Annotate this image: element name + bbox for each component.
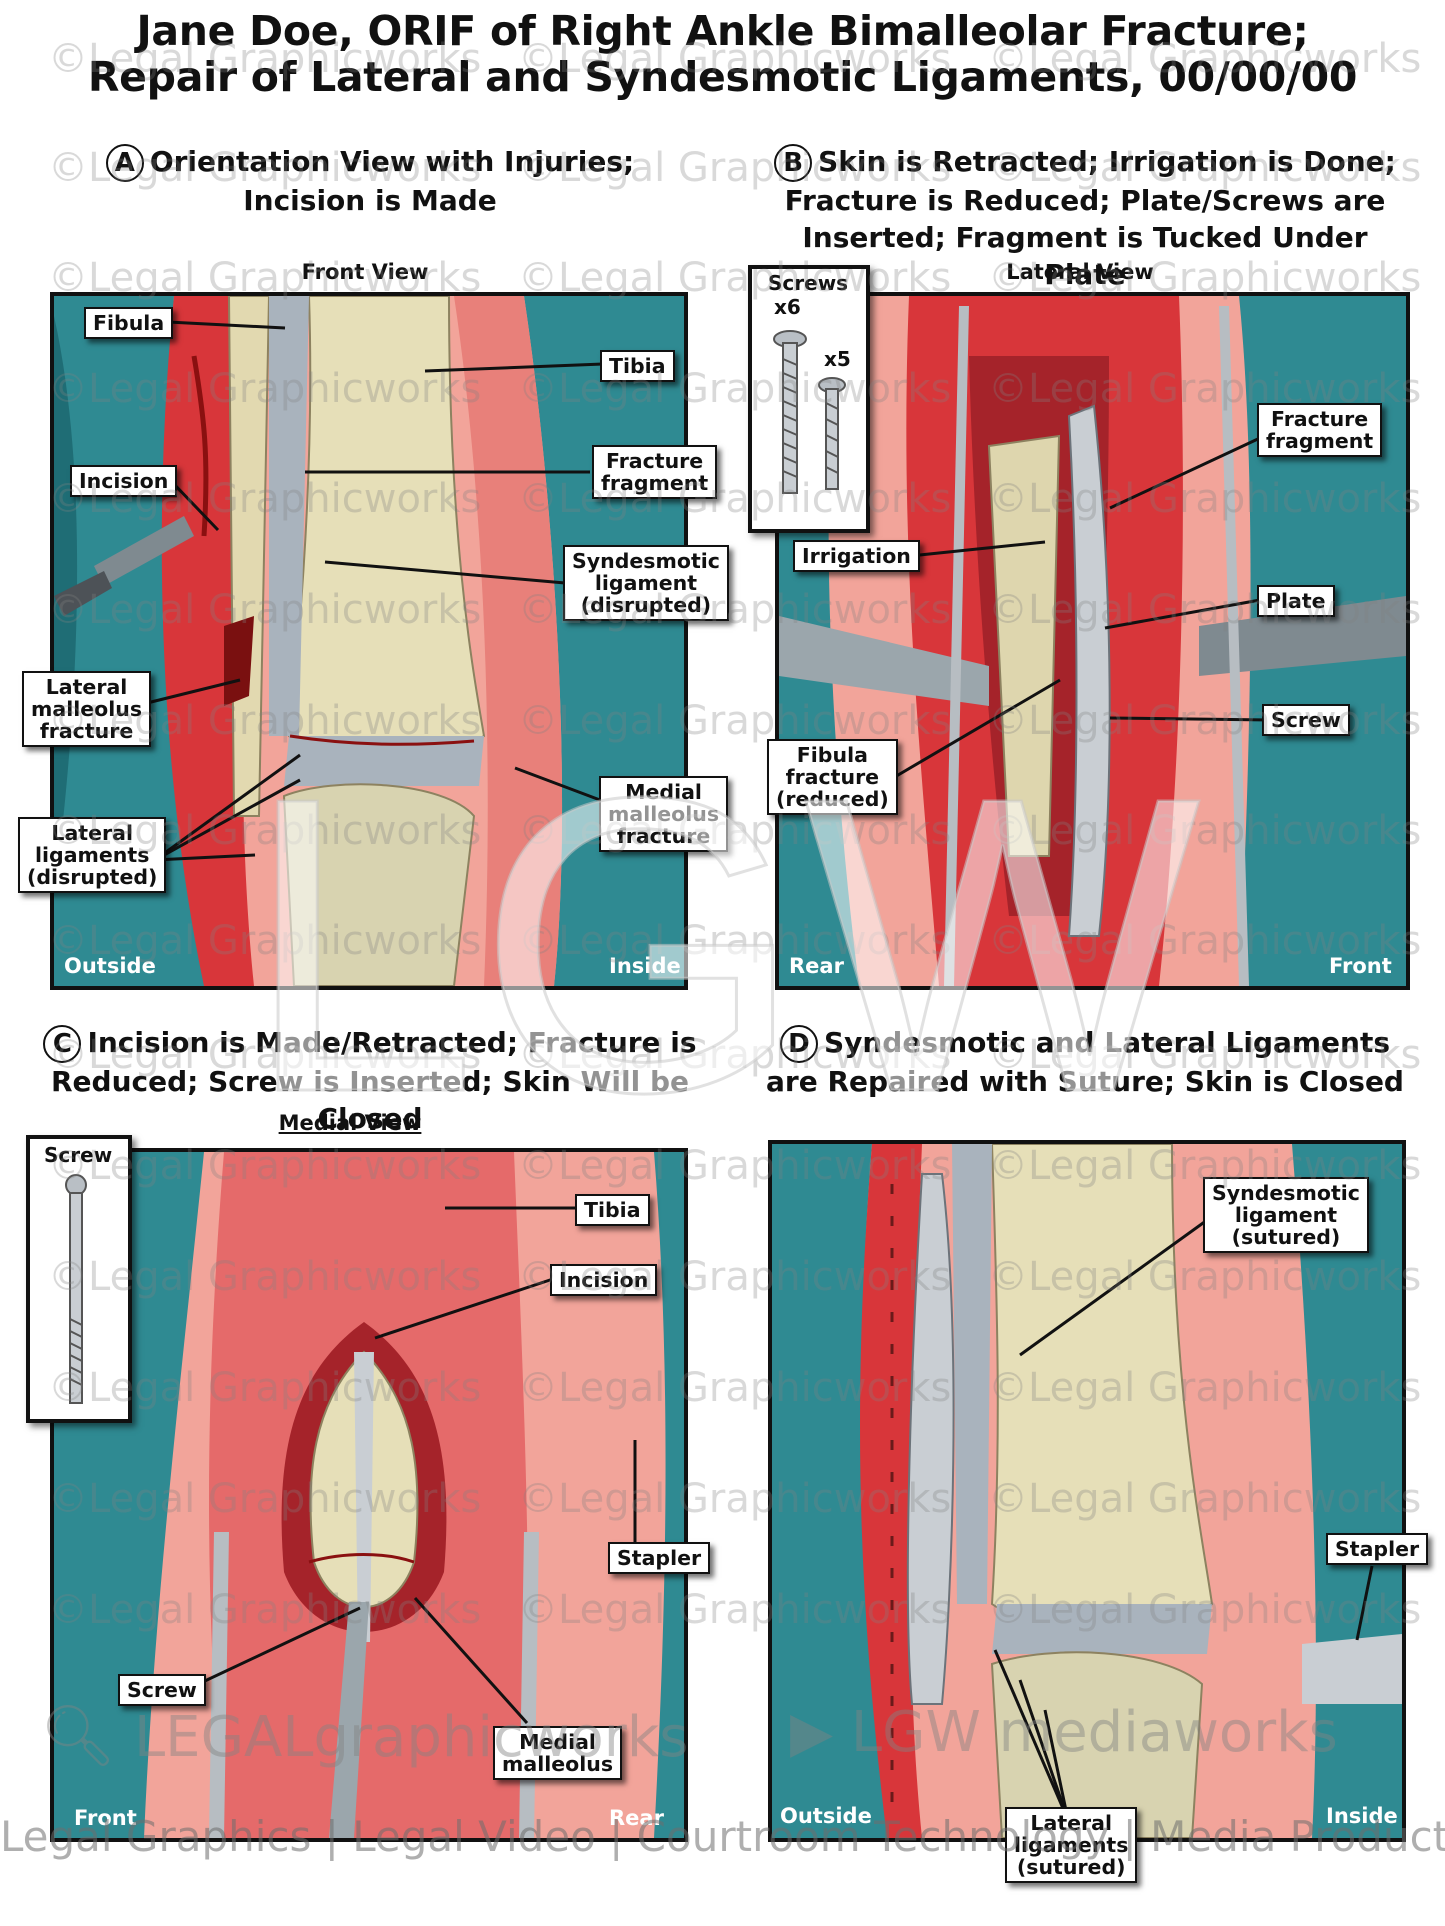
callout-stapler-d: Stapler xyxy=(1326,1533,1429,1565)
panel-b-corner-rear: Rear xyxy=(789,954,844,978)
play-icon: ▶ xyxy=(790,1700,834,1765)
screw-inset-title: Screw xyxy=(44,1143,113,1167)
panel-d-letter: D xyxy=(779,1025,818,1063)
callout-tibia-c: Tibia xyxy=(575,1194,650,1226)
panel-a-corner-inside: Inside xyxy=(609,954,681,978)
panel-b-illustration: Rear Front xyxy=(775,292,1410,990)
panel-c-caption-line-2: Reduced; Screw is Inserted; Skin Will be… xyxy=(51,1065,689,1135)
panel-b-corner-front: Front xyxy=(1329,954,1392,978)
panel-c-illustration: Front Rear xyxy=(50,1148,688,1842)
panel-b-caption-line-1: Skin is Retracted; Irrigation is Done; xyxy=(818,145,1396,178)
callout-lateral-ligaments-disrupted: Lateral ligaments (disrupted) xyxy=(18,817,167,893)
panel-c-corner-rear: Rear xyxy=(609,1806,664,1830)
callout-screw-b: Screw xyxy=(1262,704,1350,736)
panel-b-caption-line-2: Fracture is Reduced; Plate/Screws are xyxy=(784,184,1386,217)
magnifier-icon: 🔍︎ xyxy=(40,1701,117,1771)
short-screw-icon xyxy=(818,377,846,490)
panel-c-corner-front: Front xyxy=(74,1806,137,1830)
callout-screw-c: Screw xyxy=(118,1674,206,1706)
panel-c-screw-inset: Screw xyxy=(26,1135,132,1423)
panel-d-corner-inside: Inside xyxy=(1326,1804,1398,1828)
page-title-line-1: Jane Doe, ORIF of Right Ankle Bimalleola… xyxy=(136,7,1309,55)
callout-syndesmotic-sutured: Syndesmotic ligament (sutured) xyxy=(1203,1177,1369,1253)
panel-d-caption-line-1: Syndesmotic and Lateral Ligaments xyxy=(823,1026,1391,1059)
long-screw-icon xyxy=(773,330,807,494)
screws-count-short: x5 xyxy=(824,347,851,371)
callout-syndesmotic-disrupted: Syndesmotic ligament (disrupted) xyxy=(563,545,729,621)
callout-irrigation: Irrigation xyxy=(793,540,920,572)
panel-a-caption-line-1: Orientation View with Injuries; xyxy=(149,145,635,178)
panel-a-corner-outside: Outside xyxy=(64,954,156,978)
logo-right-text: LGW mediaworks xyxy=(850,1700,1338,1765)
cannulated-screw-icon xyxy=(65,1174,87,1404)
screws-count-long: x6 xyxy=(774,295,801,319)
panel-a-letter: A xyxy=(105,144,144,182)
panel-c-view-label: Medial View xyxy=(278,1111,422,1135)
footer-tagline: Legal Graphics | Legal Video | Courtroom… xyxy=(0,1812,1445,1861)
panel-b-caption-line-3: Inserted; Fragment is Tucked Under Plate xyxy=(802,221,1368,291)
callout-incision-a: Incision xyxy=(70,465,178,497)
logo-left-text: LEGALgraphicworks xyxy=(133,1705,689,1770)
callout-lateral-malleolus-fracture: Lateral malleolus fracture xyxy=(22,671,152,747)
panel-a-caption-line-2: Incision is Made xyxy=(243,184,497,217)
callout-tibia: Tibia xyxy=(600,350,675,382)
callout-fracture-fragment-b: Fracture fragment xyxy=(1257,403,1383,457)
panel-c-caption-line-1: Incision is Made/Retracted; Fracture is xyxy=(87,1026,697,1059)
panel-b-letter: B xyxy=(774,144,813,182)
callout-incision-c: Incision xyxy=(550,1264,658,1296)
panel-c-letter: C xyxy=(43,1025,82,1063)
callout-fracture-fragment-a: Fracture fragment xyxy=(592,445,718,499)
callout-fibula-fracture-reduced: Fibula fracture (reduced) xyxy=(767,739,898,815)
callout-medial-malleolus-fracture: Medial malleolus fracture xyxy=(599,776,729,852)
panel-d-caption-line-2: are Repaired with Suture; Skin is Closed xyxy=(766,1065,1404,1098)
panel-b-view-label: Lateral View xyxy=(1006,260,1154,284)
panel-b-screws-inset: Screws x6 x5 xyxy=(748,265,870,533)
callout-medial-malleolus: Medial malleolus xyxy=(493,1726,623,1780)
callout-plate: Plate xyxy=(1257,585,1335,617)
legal-graphicworks-logo: 🔍︎ LEGALgraphicworks xyxy=(40,1700,688,1771)
callout-fibula: Fibula xyxy=(84,307,174,339)
lgw-mediaworks-logo: ▶ LGW mediaworks xyxy=(790,1700,1338,1765)
screws-inset-title: Screws xyxy=(768,271,849,295)
panel-a-view-label: Front View xyxy=(301,260,429,284)
callout-stapler-c: Stapler xyxy=(608,1542,711,1574)
panel-d-corner-outside: Outside xyxy=(780,1804,872,1828)
page-title-line-2: Repair of Lateral and Syndesmotic Ligame… xyxy=(87,53,1358,101)
